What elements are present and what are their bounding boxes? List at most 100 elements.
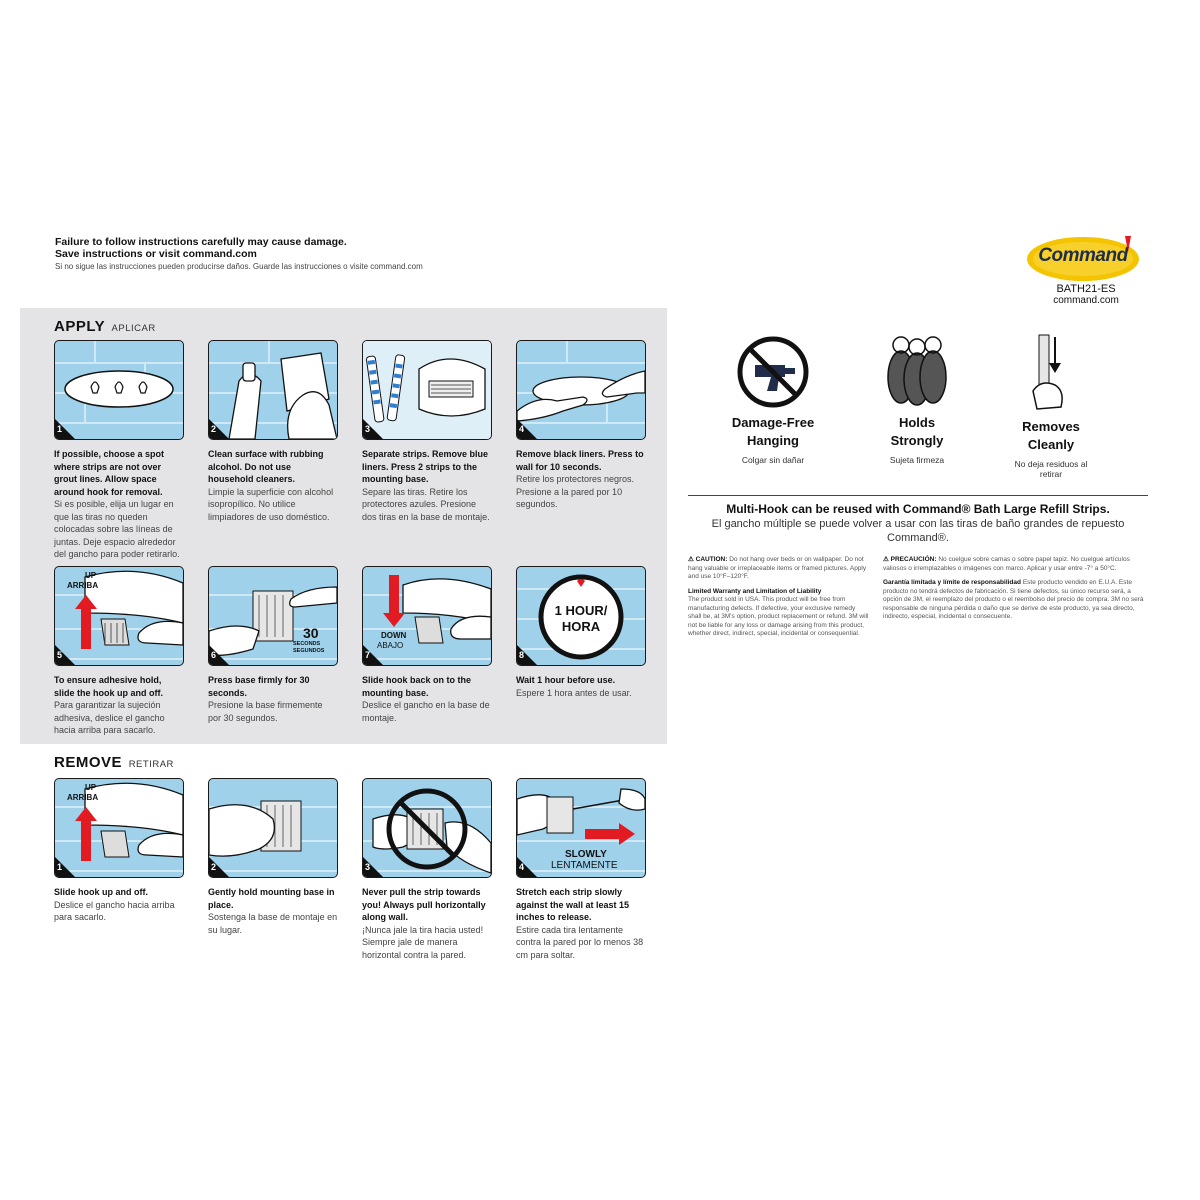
apply-step-8: 1 HOUR/ HORA 8 Wait 1 hour before use. Es… — [516, 566, 646, 699]
step-number-badge: 1 — [55, 857, 75, 877]
apply-step-4: 4 Remove black liners. Press to wall for… — [516, 340, 646, 511]
apply-step-4-illustration: 4 — [516, 340, 646, 440]
no-drill-icon — [737, 336, 809, 408]
apply-step-2-illustration: 2 — [208, 340, 338, 440]
warning-line-2: Save instructions or visit command.com — [55, 248, 257, 260]
feature-title-line1: Holds — [898, 415, 936, 430]
step-number-badge: 8 — [517, 645, 537, 665]
prohibited-pull-icon — [363, 788, 491, 874]
remove-step-4: SLOWLY LENTAMENTE 4 Stretch each strip s… — [516, 778, 646, 961]
feature-text-es: No deja residuos al retirar — [1014, 459, 1088, 479]
step-text-es: Sostenga la base de montaje en su lugar. — [208, 912, 338, 935]
brand-site: command.com — [1053, 295, 1119, 306]
remove-title-es: RETIRAR — [128, 759, 174, 770]
pull-tab-icon — [1032, 334, 1063, 410]
arriba-label: ARRIBA — [67, 581, 99, 590]
clock-icon — [517, 574, 645, 660]
warranty-text: The product sold in USA. This product wi… — [688, 596, 869, 637]
step-text-es: Deslice el gancho hacia arriba para saca… — [54, 899, 175, 923]
hold-base-icon — [209, 800, 337, 872]
reuse-note: Multi-Hook can be reused with Command® B… — [688, 502, 1148, 545]
step-number: 6 — [211, 650, 217, 660]
slide-up-icon — [55, 570, 183, 660]
remove-title-en: REMOVE — [54, 754, 123, 771]
apply-step-2: 2 Clean surface with rubbing alcohol. Do… — [208, 340, 338, 523]
apply-step-1-illustration: 1 — [54, 340, 184, 440]
up-label: UP — [85, 783, 97, 792]
remove-step-1-illustration: UP ARRIBA 1 — [54, 778, 184, 878]
step-text-es: Retire los protectores negros. Presione … — [516, 474, 635, 509]
apply-step-1: 1 If possible, choose a spot where strip… — [54, 340, 184, 561]
step-number-badge: 3 — [363, 857, 383, 877]
apply-title: APPLY APLICAR — [54, 318, 156, 335]
up-label: UP — [85, 571, 97, 580]
step-text-en: If possible, choose a spot where strips … — [54, 449, 165, 497]
apply-step-8-illustration: 1 HOUR/ HORA 8 — [516, 566, 646, 666]
step-text-en: Press base firmly for 30 seconds. — [208, 675, 310, 698]
precaucion-title: PRECAUCIÓN: — [890, 556, 937, 563]
remove-title: REMOVE RETIRAR — [54, 754, 174, 771]
step-text-es: Espere 1 hora antes de usar. — [516, 687, 632, 698]
warranty-title: Limited Warranty and Limitation of Liabi… — [688, 587, 822, 595]
step-number: 3 — [365, 862, 371, 872]
remove-step-2-illustration: 2 — [208, 778, 338, 878]
model-number: BATH21-ES — [1056, 283, 1116, 295]
step-number-badge: 2 — [209, 857, 229, 877]
step-text-en: Stretch each strip slowly against the wa… — [516, 887, 630, 922]
command-logo-icon — [1027, 236, 1139, 281]
remove-step-3: 3 Never pull the strip towards you! Alwa… — [362, 778, 492, 961]
apply-step-5: UP ARRIBA 5 To ensure adhesive hold, sli… — [54, 566, 184, 737]
step-number-badge: 5 — [55, 645, 75, 665]
step-text-en: Slide hook up and off. — [54, 887, 148, 897]
step-text-en: Remove black liners. Press to wall for 1… — [516, 449, 644, 472]
command-logo: Command — [1025, 232, 1145, 282]
logo-text: Command — [1038, 245, 1128, 266]
remove-step-4-illustration: SLOWLY LENTAMENTE 4 — [516, 778, 646, 878]
warning-block: Failure to follow instructions carefully… — [55, 236, 435, 272]
model-block: BATH21-ES command.com — [1040, 283, 1132, 307]
apply-step-3: 3 Separate strips. Remove blue liners. P… — [362, 340, 492, 523]
apply-title-en: APPLY — [54, 318, 105, 335]
press-to-wall-icon — [517, 341, 645, 424]
apply-step-3-illustration: 3 — [362, 340, 492, 440]
segundos-label: SEGUNDOS — [293, 648, 325, 654]
step-text-es: Para garantizar la sujeción adhesiva, de… — [54, 700, 165, 735]
reuse-text-es: El gancho múltiple se puede volver a usa… — [711, 518, 1125, 544]
step-text-es: Estire cada tira lentamente contra la pa… — [516, 924, 644, 960]
feature-holds-strongly: Holds Strongly Sujeta firmeza — [857, 333, 977, 465]
step-text-en: Wait 1 hour before use. — [516, 675, 616, 685]
step-number-badge: 1 — [55, 419, 75, 439]
feature-damage-free: Damage-Free Hanging Colgar sin dañar — [713, 335, 833, 465]
lentamente-label: LENTAMENTE — [551, 860, 618, 871]
apply-title-es: APLICAR — [111, 323, 156, 334]
apply-step-6: 30 SECONDS SEGUNDOS 6 Press base firmly … — [208, 566, 338, 724]
slide-up-icon — [55, 782, 183, 872]
garantia-title: Garantía limitada y límite de responsabi… — [883, 579, 1021, 586]
step-number: 5 — [57, 650, 63, 660]
step-text-en: To ensure adhesive hold, slide the hook … — [54, 675, 163, 698]
remove-step-2: 2 Gently hold mounting base in place.Sos… — [208, 778, 338, 936]
warning-spanish: Si no sigue las instrucciones pueden pro… — [55, 262, 423, 271]
down-label: DOWN — [381, 631, 407, 640]
step-text-es: Si es posible, elija un lugar en que las… — [54, 499, 180, 559]
step-number: 7 — [365, 650, 371, 660]
feature-title-line1: Damage-Free — [731, 415, 815, 430]
fineprint-english: ⚠ CAUTION: Do not hang over beds or on w… — [688, 556, 869, 637]
step-number-badge: 2 — [209, 419, 229, 439]
step-text-en: Never pull the strip towards you! Always… — [362, 887, 486, 922]
apply-step-7: DOWN ABAJO 7 Slide hook back on to the m… — [362, 566, 492, 724]
abajo-label: ABAJO — [377, 641, 404, 650]
garantia-text: Este producto vendido en E.U.A. Este pro… — [883, 579, 1144, 620]
feature-title-line2: Cleanly — [1027, 437, 1075, 452]
step-text-en: Slide hook back on to the mounting base. — [362, 675, 472, 698]
feature-title-line2: Strongly — [890, 433, 944, 448]
apply-step-5-illustration: UP ARRIBA 5 — [54, 566, 184, 666]
cleaning-icon — [209, 341, 337, 439]
step-text-es: Separe las tiras. Retire los protectores… — [362, 486, 490, 522]
step-text-es: ¡Nunca jale la tira hacia usted! Siempre… — [362, 924, 484, 960]
divider — [688, 495, 1148, 496]
step-number-badge: 4 — [517, 857, 537, 877]
remove-step-1: UP ARRIBA 1 Slide hook up and off. Deslic… — [54, 778, 184, 924]
weights-icon — [887, 336, 947, 406]
slide-down-icon — [363, 575, 491, 660]
